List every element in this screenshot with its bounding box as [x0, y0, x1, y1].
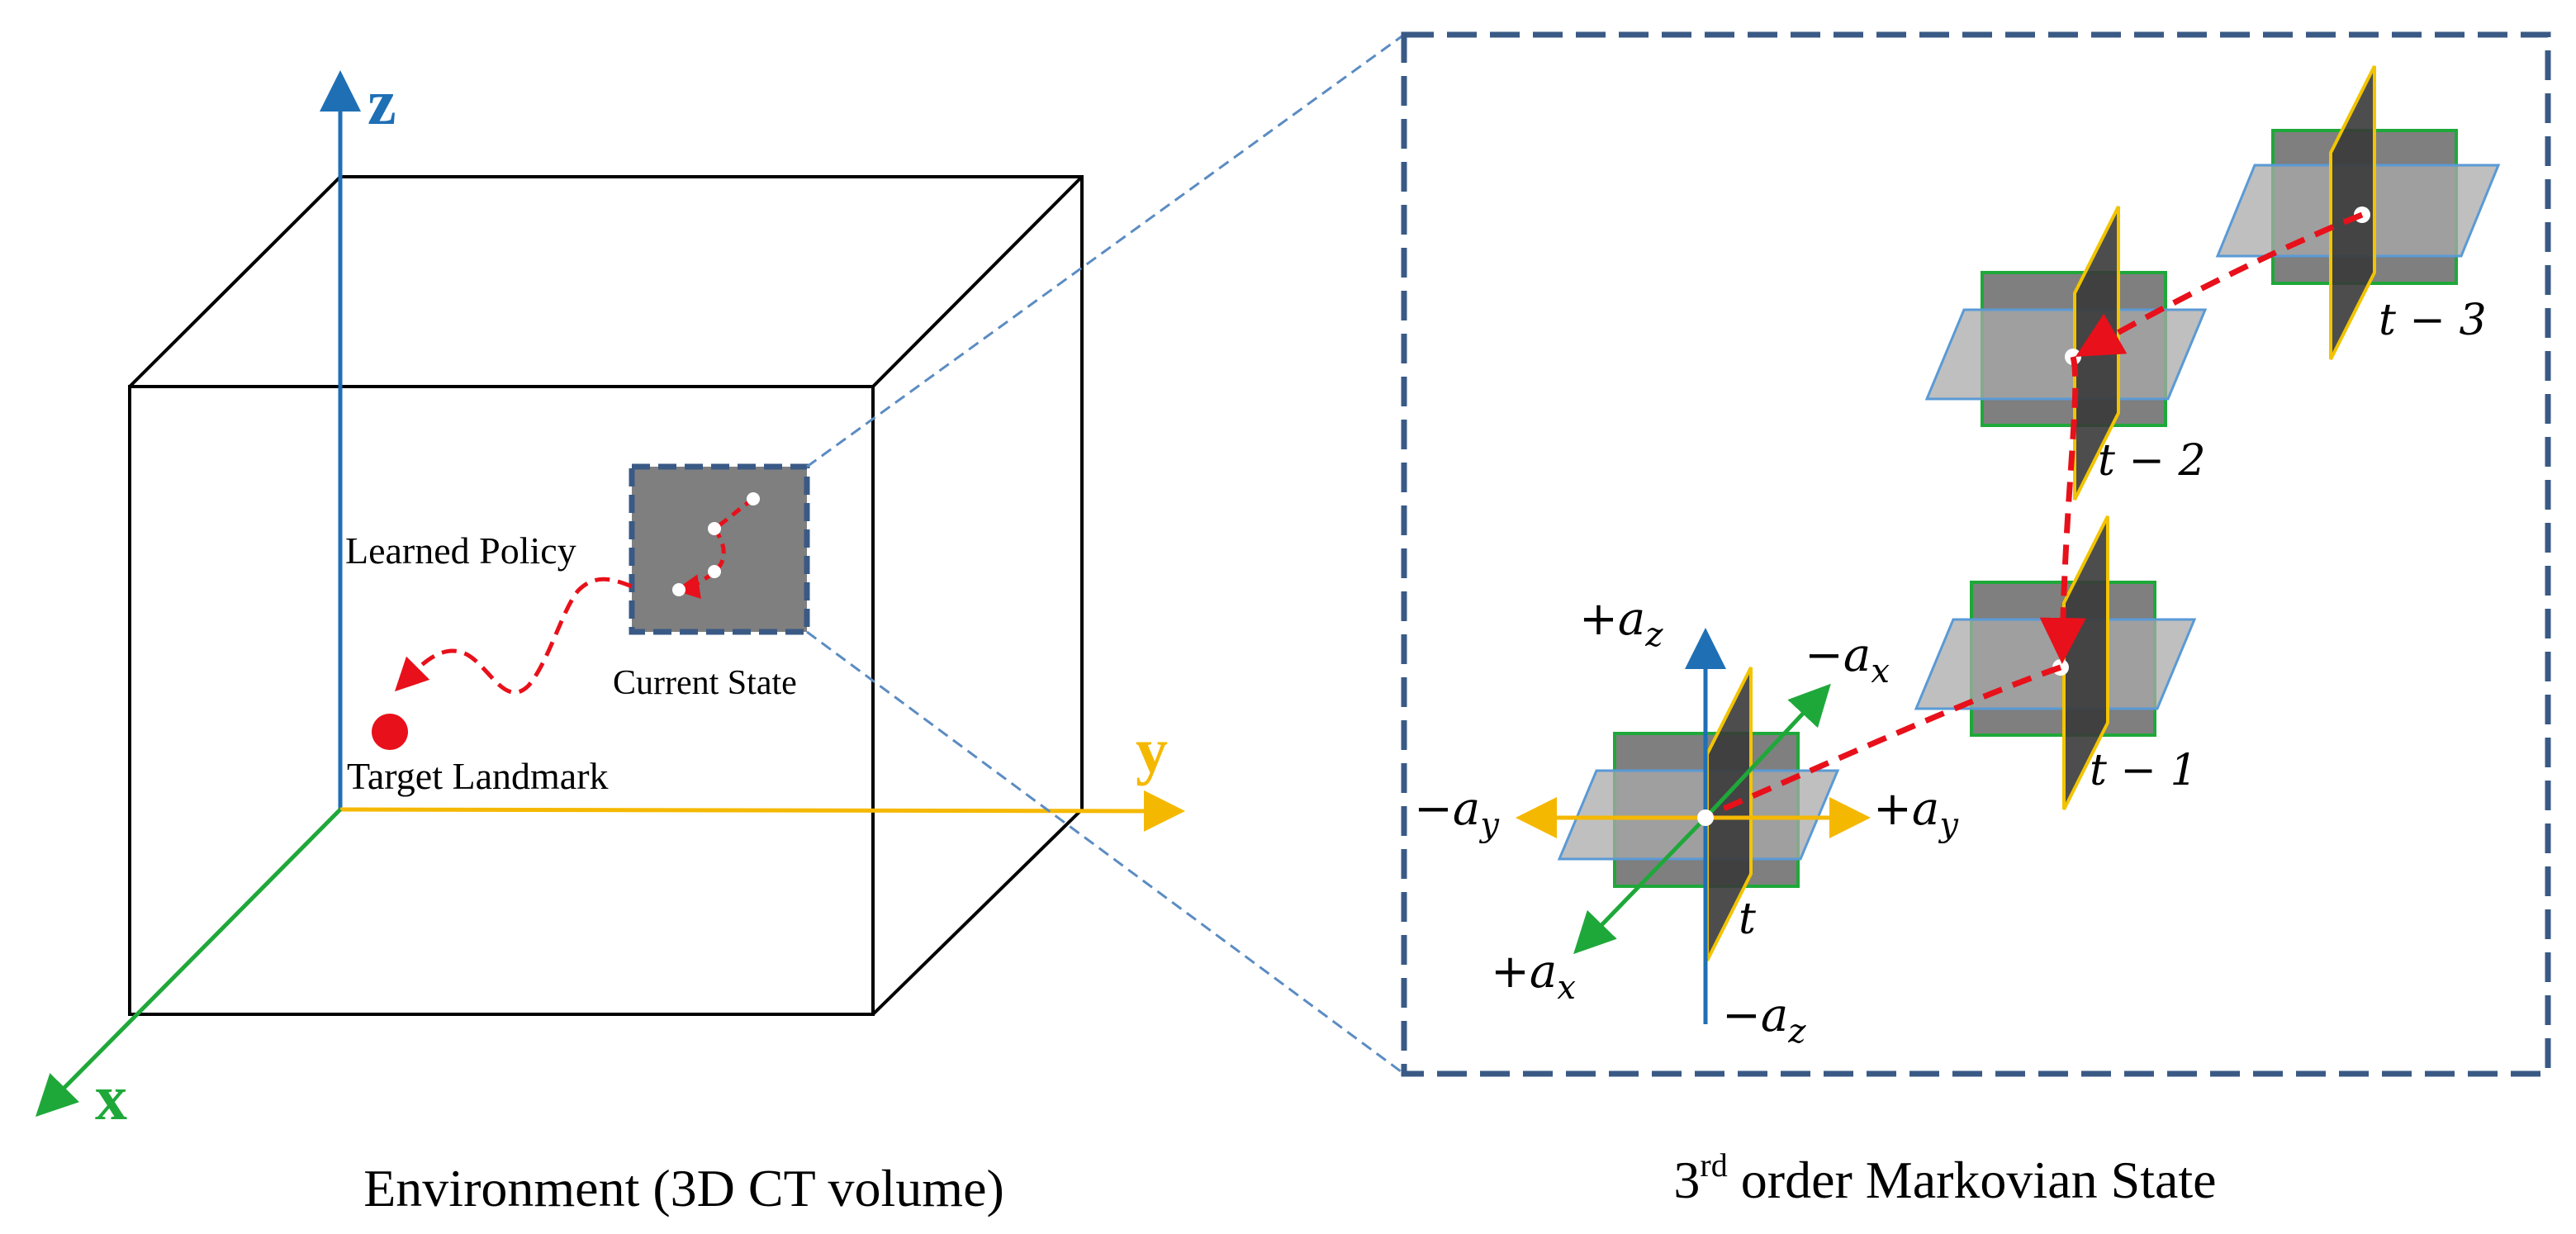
action-minus-az-label: −az [1722, 989, 1806, 1051]
zoom-connector-lines [806, 33, 1405, 1075]
state-t-minus-3 [2215, 65, 2501, 360]
action-plus-az-label: +az [1579, 592, 1663, 654]
target-landmark-dot [372, 714, 408, 750]
state-t-dot [1697, 809, 1714, 826]
action-minus-ax-label: −ax [1805, 629, 1890, 691]
x-axis-label: x [95, 1061, 127, 1133]
y-axis [339, 790, 1185, 832]
cube-volume [128, 175, 1084, 1016]
action-plus-ax-label: +ax [1491, 945, 1576, 1007]
action-x-axis-pos [1573, 816, 1707, 955]
z-axis-label: z [368, 66, 396, 138]
left-caption: Environment (3D CT volume) [363, 1159, 1004, 1217]
target-landmark-label: Target Landmark [347, 755, 609, 797]
right-caption: 3rd order Markovian State [1673, 1146, 2216, 1209]
current-state-box [629, 463, 810, 635]
state-t-minus-2 [1924, 206, 2208, 501]
state-t-minus-1-label: t − 1 [2090, 746, 2198, 795]
y-axis-label: y [1136, 714, 1168, 786]
current-state-path [672, 492, 760, 600]
action-x-axis-neg [1704, 683, 1831, 819]
state-t-minus-2-label: t − 2 [2098, 436, 2206, 486]
state-t-label: t [1739, 895, 1756, 944]
state-t-minus-3-label: t − 3 [2379, 296, 2487, 345]
markov-trajectory [1701, 211, 2364, 821]
learned-policy-path [394, 577, 633, 695]
action-minus-ay-label: −ay [1414, 782, 1500, 844]
markovian-state-box [1401, 31, 2551, 1077]
action-plus-ay-label: +ay [1873, 782, 1959, 844]
x-axis [35, 808, 342, 1118]
current-state-label: Current State [613, 664, 797, 702]
learned-policy-label: Learned Policy [345, 529, 576, 572]
